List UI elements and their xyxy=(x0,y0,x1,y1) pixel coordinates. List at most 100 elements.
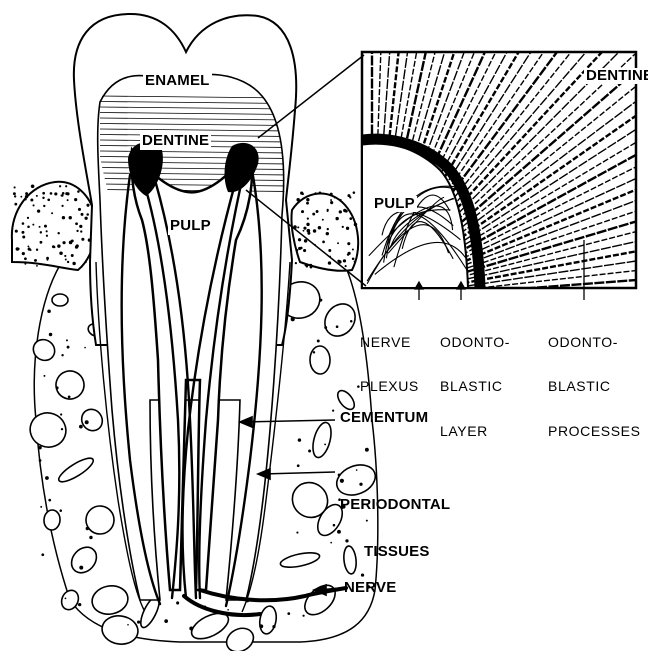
gum-dot xyxy=(342,226,344,228)
gum-dot xyxy=(20,196,22,198)
bone-dot xyxy=(302,615,304,617)
bone-dot xyxy=(227,609,229,611)
gum-dot xyxy=(313,229,316,232)
bone-dot xyxy=(61,428,63,430)
gum-dot xyxy=(310,266,313,269)
gum-dot xyxy=(24,263,26,265)
gum-dot xyxy=(306,265,308,267)
bone-dot xyxy=(38,446,41,449)
gum-dot xyxy=(330,201,333,204)
bone-dot xyxy=(298,438,301,441)
gum-dot xyxy=(37,210,40,213)
gum-dot xyxy=(65,259,67,261)
gum-dot xyxy=(22,222,25,225)
bone-dot xyxy=(56,386,59,389)
bone-dot xyxy=(297,464,300,467)
gum-dot xyxy=(322,219,324,221)
gum-dot xyxy=(347,194,350,197)
gum-dot xyxy=(345,265,347,267)
gum-dot xyxy=(25,192,28,195)
gum-dot xyxy=(296,249,299,252)
bone-trabecula xyxy=(310,421,335,460)
gum-dot xyxy=(343,259,346,262)
bone-dot xyxy=(313,351,315,353)
gum-dot xyxy=(36,195,38,197)
gum-dot xyxy=(301,210,304,213)
bone-dot xyxy=(324,326,327,329)
gum-dot xyxy=(335,217,338,220)
bone-trabecula xyxy=(78,405,107,434)
gum-dot xyxy=(354,261,356,263)
gum-dot xyxy=(72,262,75,265)
gum-dot xyxy=(75,245,78,248)
periodontal-arrow xyxy=(262,472,335,474)
gum-dot xyxy=(297,226,299,228)
gum-dot xyxy=(69,216,72,219)
bone-dot xyxy=(85,420,89,424)
bone-dot xyxy=(67,346,70,349)
enamel-label: ENAMEL xyxy=(143,72,212,90)
gum-dot xyxy=(25,196,27,198)
gum-dot xyxy=(46,235,48,237)
gum-dot xyxy=(30,199,33,202)
gum-dot xyxy=(303,249,306,252)
bone-trabecula xyxy=(299,580,340,621)
dentine-label-inset: DENTINE xyxy=(584,68,648,84)
cementum-label: CEMENTUM xyxy=(340,410,428,426)
gum-dot xyxy=(30,249,32,251)
inset-magnification xyxy=(362,0,648,311)
bone-trabecula xyxy=(59,588,82,613)
dentinal-tubule xyxy=(457,298,648,299)
bone-dot xyxy=(319,299,322,302)
gum-dot xyxy=(71,254,74,257)
gum-dot xyxy=(298,247,301,250)
left-gingiva xyxy=(12,182,96,270)
gum-dot xyxy=(51,212,53,214)
gum-dot xyxy=(314,192,316,194)
gum-dot xyxy=(348,252,351,255)
gum-dot xyxy=(61,194,63,196)
gum-dot xyxy=(36,265,38,267)
gum-dot xyxy=(334,197,336,199)
gum-dot xyxy=(32,204,34,206)
gum-dot xyxy=(54,192,57,195)
gum-dot xyxy=(338,260,342,264)
bone-dot xyxy=(61,354,63,356)
bone-dot xyxy=(79,425,83,429)
bone-dot xyxy=(336,325,339,328)
gum-dot xyxy=(302,193,304,195)
bone-trabecula xyxy=(25,408,71,453)
bone-trabecula xyxy=(56,454,96,485)
bone-dot xyxy=(47,309,51,313)
gum-dot xyxy=(327,210,329,212)
gum-dot xyxy=(34,259,37,262)
gum-dot xyxy=(76,230,78,232)
gum-dot xyxy=(27,217,29,219)
bone-dot xyxy=(60,413,62,415)
gum-dot xyxy=(304,239,307,242)
bone-trabecula xyxy=(100,613,140,646)
bone-dot xyxy=(324,444,326,446)
gum-dot xyxy=(62,241,65,244)
gum-dot xyxy=(346,227,349,230)
bone-dot xyxy=(68,395,71,398)
gum-dot xyxy=(13,192,16,195)
bone-dot xyxy=(287,612,290,615)
gum-dot xyxy=(352,248,354,250)
gum-dot xyxy=(78,208,81,211)
bone-dot xyxy=(48,499,51,502)
gum-dot xyxy=(80,230,82,232)
gum-dot xyxy=(330,199,332,201)
gum-dot xyxy=(27,245,29,247)
gum-dot xyxy=(81,238,84,241)
gum-dot xyxy=(50,192,53,195)
gum-dot xyxy=(14,195,16,197)
gum-dot xyxy=(330,193,333,196)
bone-trabecula xyxy=(310,346,330,374)
bone-dot xyxy=(59,509,62,512)
gum-dot xyxy=(303,230,305,232)
bone-trabecula xyxy=(52,294,68,306)
gum-dot xyxy=(65,185,67,187)
bone-dot xyxy=(332,409,334,411)
gum-dot xyxy=(349,217,352,220)
